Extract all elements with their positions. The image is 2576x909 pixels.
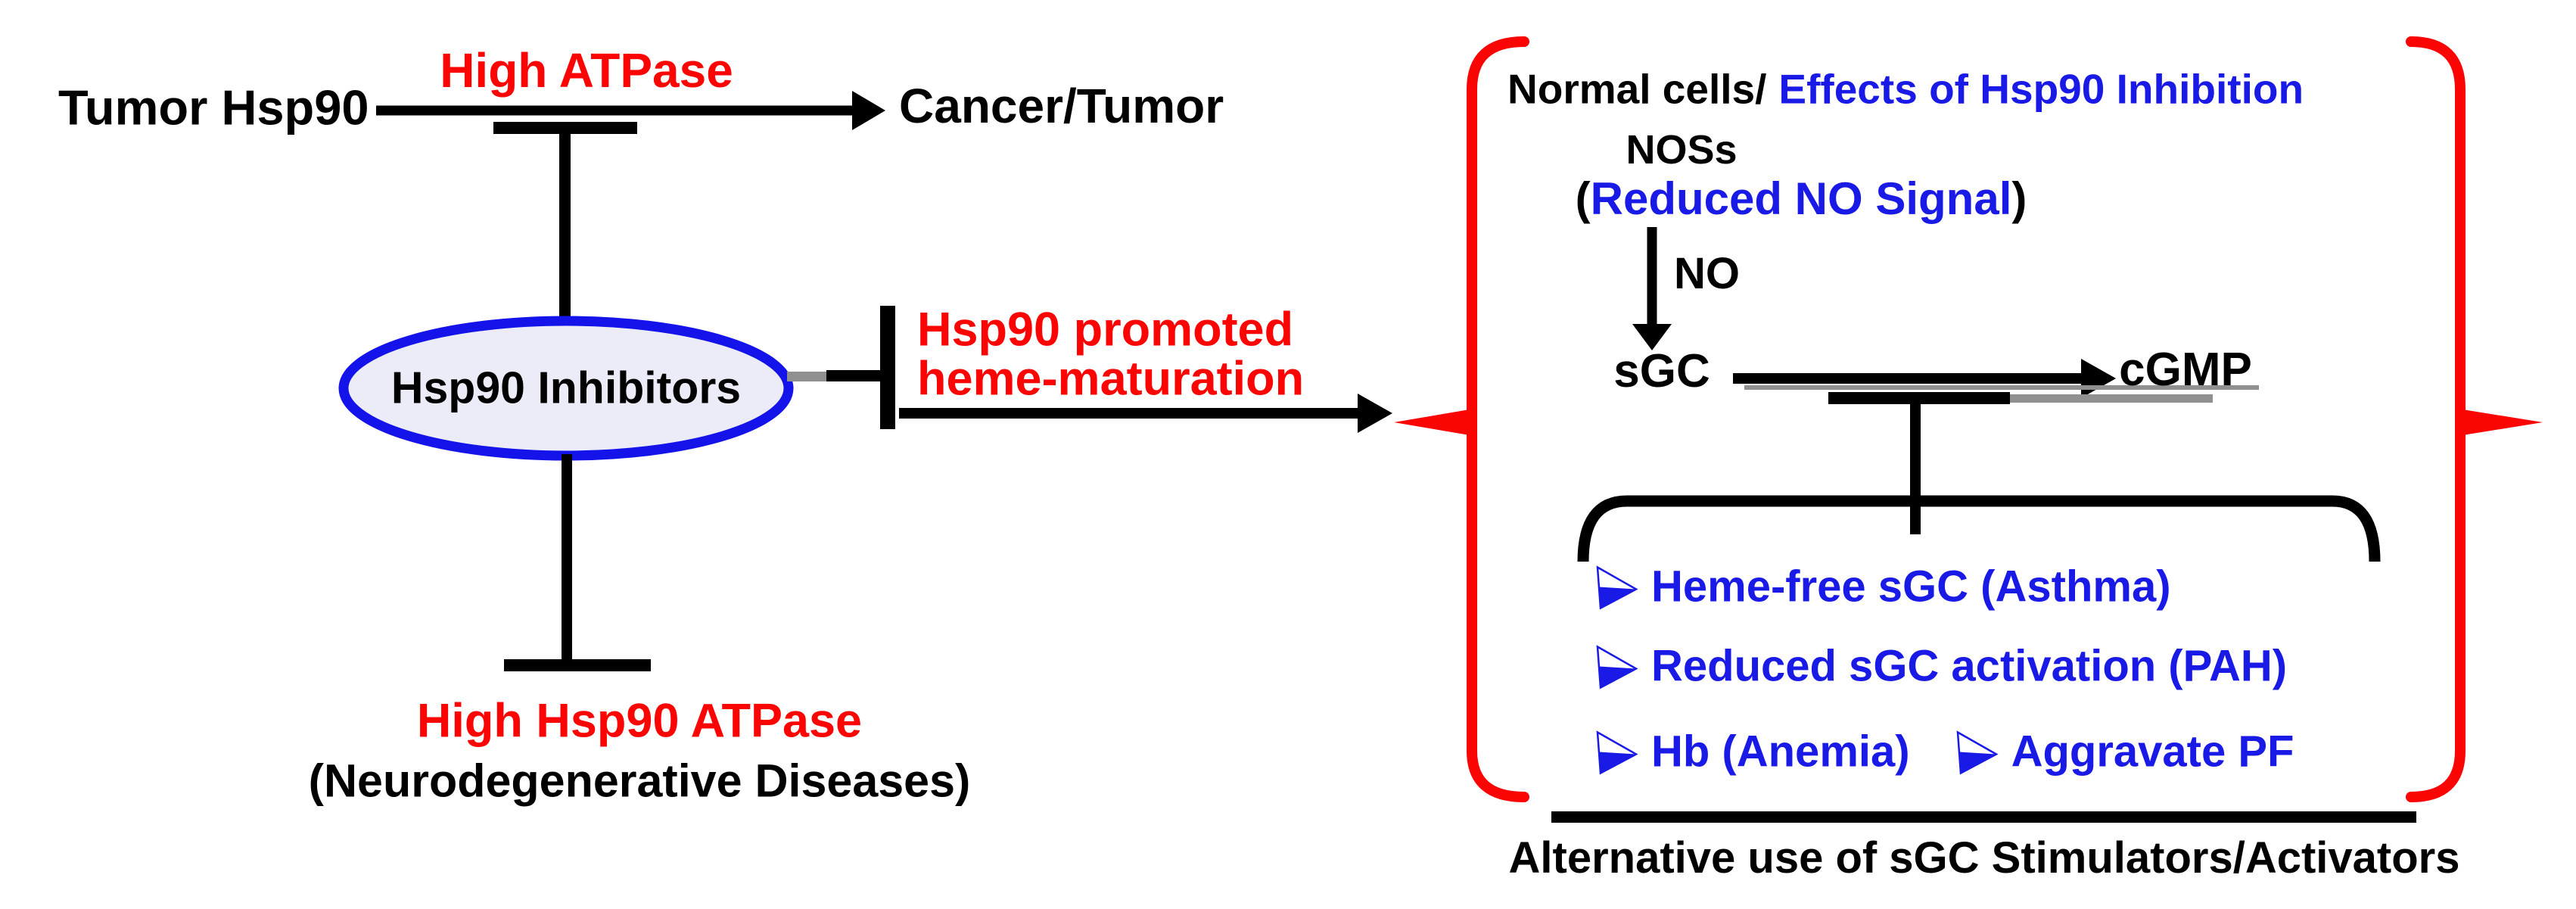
reduced-close-paren: ) bbox=[2011, 173, 2027, 224]
bullet-item: Aggravate PF bbox=[1954, 727, 2294, 777]
sgc-tbar-bar bbox=[1828, 392, 2010, 404]
ellipse-right-connector bbox=[826, 370, 885, 381]
panel-title-blue: Effects of Hsp90 Inhibition bbox=[1778, 65, 2304, 113]
panel-title-black: Normal cells/ bbox=[1507, 65, 1767, 113]
high-atpase-label: High ATPase bbox=[440, 43, 733, 98]
bullet-item: Reduced sGC activation (PAH) bbox=[1594, 641, 2287, 692]
no-label: NO bbox=[1674, 249, 1740, 298]
tumor-to-cancer-arrow-head bbox=[852, 91, 885, 130]
high-hsp90-atpase-label: High Hsp90 ATPase bbox=[416, 694, 863, 748]
tumor-hsp90-label: Tumor Hsp90 bbox=[58, 79, 369, 135]
heme-to-panel-arrow-head bbox=[1358, 394, 1392, 433]
footer-label: Alternative use of sGC Stimulators/Activ… bbox=[1508, 833, 2460, 883]
sgc-tbar-stem bbox=[1910, 404, 1921, 534]
left-red-brace-point bbox=[1394, 409, 1474, 436]
bullet-bracket bbox=[1577, 495, 2381, 562]
heme-inhibition-bar bbox=[880, 306, 895, 429]
heme-maturation-line2: heme-maturation bbox=[917, 352, 1305, 406]
no-arrow-head bbox=[1632, 324, 1672, 350]
sgc-to-cgmp-arrow-head bbox=[2081, 359, 2116, 398]
reduced-no-signal-label: (Reduced NO Signal) bbox=[1576, 176, 2027, 222]
right-red-brace bbox=[2406, 36, 2466, 802]
panel-title: Normal cells/Effects of Hsp90 Inhibition bbox=[1507, 65, 2304, 113]
cgmp-label: cGMP bbox=[2119, 344, 2252, 396]
sgc-tbar-bar-shadow bbox=[2010, 394, 2213, 403]
sgc-label: sGC bbox=[1613, 345, 1710, 397]
bullet-row-3: Hb (Anemia) Aggravate PF bbox=[1594, 727, 2294, 777]
bullet-label: Aggravate PF bbox=[2011, 727, 2294, 777]
bullet-row-1: Heme-free sGC (Asthma) bbox=[1594, 562, 2171, 612]
ellipse-right-connector-shadow bbox=[787, 372, 831, 381]
footer-underline bbox=[1551, 811, 2416, 823]
arrowhead-bullet-icon bbox=[1596, 730, 1638, 775]
left-red-brace bbox=[1467, 36, 1529, 802]
sgc-arrow-shadow bbox=[1744, 385, 2259, 390]
arrowhead-bullet-icon bbox=[1956, 730, 1999, 775]
bullet-label: Reduced sGC activation (PAH) bbox=[1651, 641, 2288, 691]
reduced-no-signal-text: Reduced NO Signal bbox=[1590, 173, 2012, 224]
bullet-label: Heme-free sGC (Asthma) bbox=[1651, 562, 2171, 612]
arrowhead-bullet-icon bbox=[1596, 644, 1638, 690]
reduced-open-paren: ( bbox=[1575, 173, 1591, 224]
neurodegenerative-label: (Neurodegenerative Diseases) bbox=[308, 755, 971, 807]
bullet-item: Hb (Anemia) bbox=[1594, 727, 1910, 777]
cancer-tumor-label: Cancer/Tumor bbox=[899, 79, 1224, 133]
lower-tbar-stem bbox=[562, 454, 572, 661]
bullet-item: Heme-free sGC (Asthma) bbox=[1594, 562, 2171, 612]
noss-label: NOSs bbox=[1626, 127, 1738, 173]
arrowhead-bullet-icon bbox=[1596, 565, 1638, 610]
upper-tbar-bar bbox=[493, 122, 637, 134]
heme-maturation-line1: Hsp90 promoted bbox=[917, 303, 1294, 356]
bullet-label: Hb (Anemia) bbox=[1651, 727, 1910, 777]
right-red-brace-point bbox=[2458, 409, 2543, 436]
hsp90-inhibitors-label: Hsp90 Inhibitors bbox=[390, 363, 742, 413]
upper-tbar-stem bbox=[559, 131, 571, 323]
bullet-row-2: Reduced sGC activation (PAH) bbox=[1594, 641, 2287, 692]
lower-tbar-bar bbox=[504, 659, 651, 671]
